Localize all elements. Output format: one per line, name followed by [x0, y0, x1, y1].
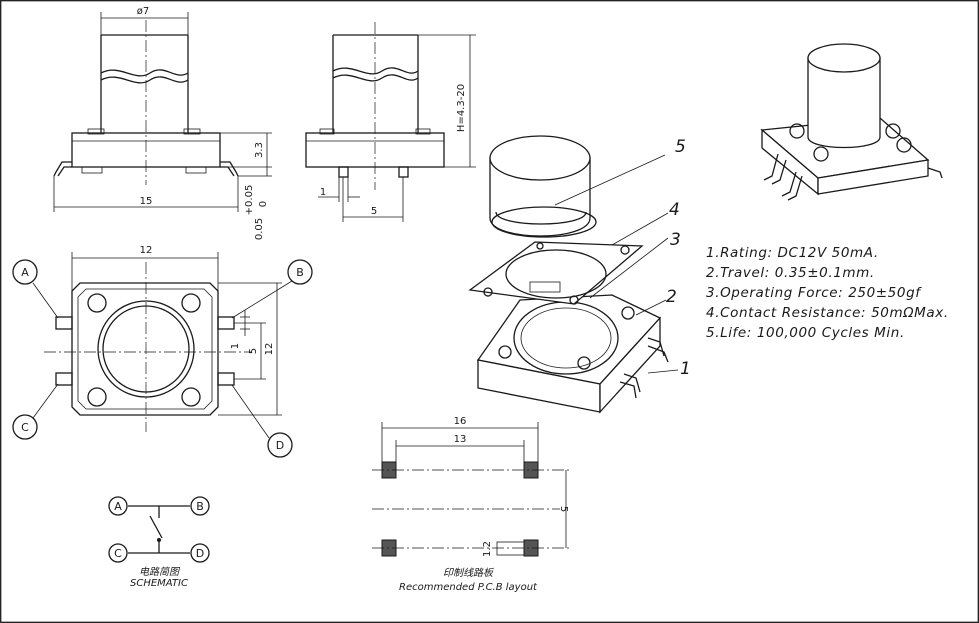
spec-travel: 2.Travel: 0.35±0.1mm.	[706, 265, 875, 281]
dim-stem-height: H=4.3-20	[456, 84, 467, 132]
part-number-1: 1	[680, 359, 691, 379]
schematic-caption-en: SCHEMATIC	[130, 578, 188, 589]
schematic-label-d: D	[196, 547, 204, 560]
dim-pin-width: 1	[320, 187, 326, 198]
top-view	[12, 252, 313, 458]
dim-body-12-top: 12	[140, 245, 153, 256]
dim-pcb-5: 5	[558, 506, 569, 512]
part-number-4: 4	[669, 200, 680, 220]
dim-lead-thickness: 0.05	[254, 218, 265, 240]
pcb-caption-cn: 印制线路板	[443, 567, 495, 579]
pcb-layout	[372, 422, 572, 557]
dim-pcb-1-2: 1.2	[482, 541, 493, 557]
exploded-view	[468, 135, 679, 414]
dim-width-15: 15	[140, 196, 153, 207]
schematic-label-a: A	[114, 500, 122, 513]
pin-label-d: D	[276, 439, 284, 452]
dim-inner-1: 1	[230, 343, 241, 349]
spec-operating-force: 3.Operating Force: 250±50gf	[706, 285, 922, 301]
dim-pin-pitch: 5	[371, 206, 377, 217]
pin-label-a: A	[21, 266, 29, 279]
schematic-label-b: B	[196, 500, 204, 513]
schematic-caption-cn: 电路简图	[139, 566, 181, 578]
dim-body-12-side: 12	[264, 343, 275, 356]
spec-life: 5.Life: 100,000 Cycles Min.	[706, 325, 905, 341]
part-number-3: 3	[670, 230, 681, 250]
dim-tol-plus: +0.05	[244, 185, 255, 216]
pcb-caption-en: Recommended P.C.B layout	[399, 582, 538, 593]
assembled-iso-view	[760, 43, 943, 201]
spec-contact-resistance: 4.Contact Resistance: 50mΩMax.	[706, 305, 949, 321]
pin-label-c: C	[21, 421, 29, 434]
dim-tol-zero: 0	[258, 201, 269, 207]
front-view	[53, 12, 272, 212]
spec-rating: 1.Rating: DC12V 50mA.	[706, 245, 879, 261]
dim-inner-5: 5	[248, 348, 259, 354]
specifications: 1.Rating: DC12V 50mA. 2.Travel: 0.35±0.1…	[706, 245, 949, 341]
side-view	[305, 22, 476, 222]
pin-label-b: B	[296, 266, 304, 279]
dim-pcb-16: 16	[454, 416, 467, 427]
part-number-2: 2	[666, 287, 677, 307]
schematic	[108, 496, 210, 563]
dim-height-3-3: 3.3	[254, 142, 265, 158]
dim-diameter: ø7	[137, 6, 149, 17]
schematic-label-c: C	[114, 547, 122, 560]
dim-pcb-13: 13	[454, 434, 467, 445]
part-number-5: 5	[675, 137, 686, 157]
